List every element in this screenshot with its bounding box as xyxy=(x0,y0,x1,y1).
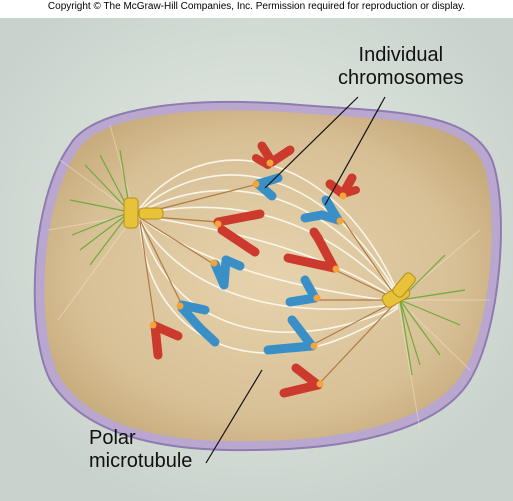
copyright-notice: Copyright © The McGraw-Hill Companies, I… xyxy=(47,1,466,12)
label-line: chromosomes xyxy=(338,67,464,89)
cytoplasm-texture xyxy=(47,124,490,431)
chromosome xyxy=(283,227,340,273)
polar-leader xyxy=(205,369,263,464)
chromosome xyxy=(285,275,321,307)
chromosome xyxy=(252,141,295,169)
chromosome xyxy=(213,209,265,257)
polar-microtubule-label: Polar microtubule xyxy=(89,427,192,473)
individual-leader-1 xyxy=(264,96,359,189)
chromosome xyxy=(263,315,318,355)
kinetochore-microtubules xyxy=(139,182,399,386)
left-aster xyxy=(69,149,131,266)
chromosome xyxy=(300,195,344,225)
label-line: microtubule xyxy=(89,450,193,472)
chromosome xyxy=(210,255,245,290)
chromosome xyxy=(176,300,220,347)
mitosis-diagram xyxy=(0,18,513,501)
label-line: Polar xyxy=(89,427,136,449)
cell-illustration xyxy=(0,18,513,501)
chromosomes xyxy=(149,141,360,398)
left-centriole xyxy=(123,197,164,229)
leader-lines xyxy=(205,96,386,464)
individual-chromosomes-label: Individual chromosomes xyxy=(338,44,464,90)
label-line: Individual xyxy=(358,44,444,66)
chromosome xyxy=(325,173,360,200)
right-centriole xyxy=(381,272,416,308)
right-aster xyxy=(399,254,466,376)
chromosome xyxy=(279,363,324,398)
chromosome xyxy=(149,321,183,360)
individual-leader-2 xyxy=(324,96,386,206)
